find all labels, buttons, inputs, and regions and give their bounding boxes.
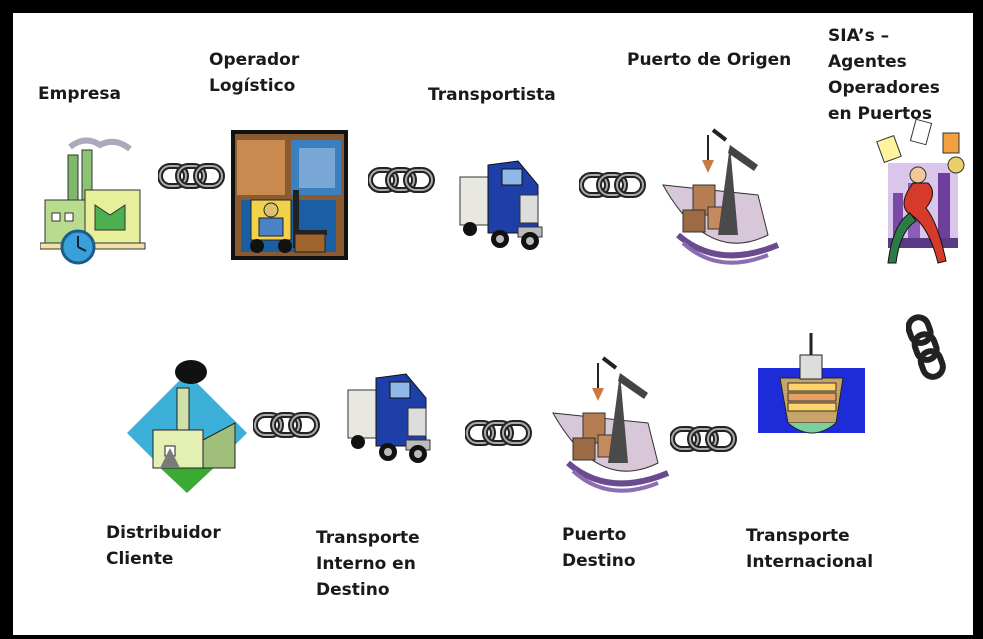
truck-icon [458, 155, 550, 255]
node-label-transporte-internacional: Transporte Internacional [746, 526, 874, 572]
node-label-puerto-origen: Puerto de Origen [627, 50, 792, 70]
factory-icon [40, 135, 155, 265]
node-label-puerto-destino: Puerto Destino [562, 525, 636, 571]
port-crane-ship-icon [548, 353, 673, 503]
chain-link-icon [906, 303, 946, 393]
chain-link-icon [253, 407, 323, 443]
chain-link-icon [465, 415, 535, 451]
chain-link-icon [158, 158, 228, 194]
distributor-factory-icon [125, 358, 250, 518]
agent-juggling-icon [868, 113, 968, 273]
port-crane-ship-icon [658, 125, 783, 275]
chain-link-icon [670, 421, 740, 457]
node-label-transportista: Transportista [428, 85, 556, 105]
cargo-ship-icon [758, 333, 865, 443]
node-label-transporte-interno: Transporte Interno en Destino [316, 528, 420, 600]
forklift-warehouse-icon [231, 130, 348, 260]
chain-link-icon [579, 167, 649, 203]
node-label-sia-agentes: SIA’s – Agentes Operadores en Puertos [828, 26, 940, 124]
node-label-empresa: Empresa [38, 84, 121, 104]
chain-link-icon [368, 162, 438, 198]
node-label-distribuidor-cliente: Distribuidor Cliente [106, 523, 221, 569]
node-label-operador-logistico: Operador Logístico [209, 50, 300, 96]
truck-icon [346, 368, 438, 468]
supply-chain-diagram: Empresa Operador Logístico Transportista… [13, 13, 973, 635]
